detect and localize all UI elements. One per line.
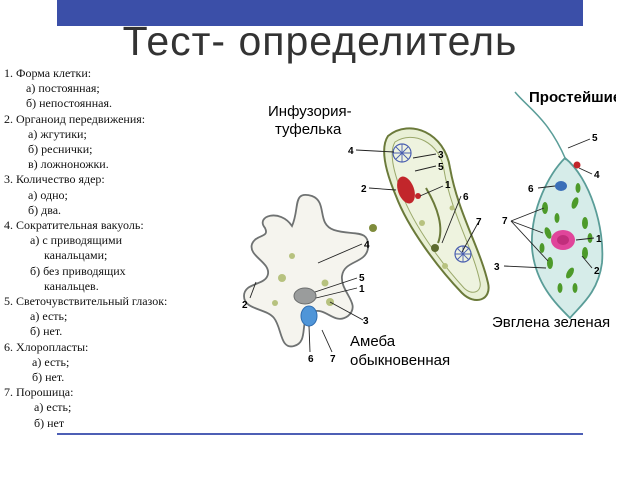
question-line: 3. Количество ядер:: [4, 172, 105, 187]
amoeba-label-line2: обыкновенная: [350, 352, 450, 369]
amoeba-illustration: [243, 193, 377, 348]
question-line: в) ложноножки.: [28, 157, 109, 172]
question-line: а) с приводящими: [30, 233, 123, 248]
question-line: а) одно;: [28, 187, 68, 202]
euglena-callout-3: 3: [494, 262, 500, 273]
question-line: канальцев.: [44, 278, 99, 293]
figure-heading: Простейшие: [529, 89, 616, 106]
amoeba-callout-2: 2: [242, 300, 248, 311]
question-line: 2. Органоид передвижения:: [4, 111, 146, 126]
paramecium-callout-3: 3: [438, 150, 444, 161]
amoeba-callout-4: 4: [364, 240, 370, 251]
paramecium-illustration: [383, 127, 490, 302]
callout-lines: [249, 138, 595, 353]
euglena-callout-1: 1: [596, 234, 602, 245]
slide-title: Тест- определитель: [122, 18, 518, 64]
question-line: а) постоянная;: [26, 81, 100, 96]
paramecium-label-line1: Инфузория-: [268, 103, 352, 120]
euglena-illustration: [514, 91, 604, 320]
euglena-label: Эвглена зеленая: [492, 314, 610, 331]
protozoa-figure: Простейшие Инфузория- туфелька Амеба обы…: [230, 78, 616, 376]
question-line: а) есть;: [34, 400, 72, 415]
paramecium-callout-7: 7: [476, 217, 482, 228]
bottom-divider: [57, 433, 583, 435]
euglena-callout-4: 4: [594, 170, 600, 181]
question-line: 6. Хлоропласты:: [4, 339, 89, 354]
question-line: а) есть;: [30, 309, 68, 324]
question-line: б) нет.: [30, 324, 63, 339]
question-line: б) реснички;: [28, 142, 93, 157]
question-line: 1. Форма клетки:: [4, 66, 92, 80]
question-line: б) нет: [34, 415, 65, 430]
question-line: 7. Порошица:: [4, 385, 74, 400]
paramecium-callout-5: 5: [438, 162, 444, 173]
callout-numbers: 4 3 5 1 2 6 7 4 5 1 2 3 6 7 5 4 6 7 1 3 …: [242, 133, 602, 365]
paramecium-callout-6: 6: [463, 192, 469, 203]
question-line: б) нет.: [32, 370, 65, 385]
amoeba-callout-1: 1: [359, 284, 365, 295]
question-line: а) есть;: [32, 354, 70, 369]
euglena-callout-7: 7: [502, 216, 508, 227]
euglena-callout-2: 2: [594, 266, 600, 277]
amoeba-callout-5: 5: [359, 273, 365, 284]
question-line: б) два.: [28, 202, 62, 217]
question-line: б) непостоянная.: [26, 96, 112, 111]
question-line: 4. Сократительная вакуоль:: [4, 218, 144, 233]
question-line: б) без приводящих: [30, 263, 126, 278]
top-accent-bar: [57, 0, 583, 26]
question-line: канальцами;: [44, 248, 108, 263]
amoeba-callout-6: 6: [308, 354, 314, 365]
question-line: а) жгутики;: [28, 126, 87, 141]
paramecium-callout-4: 4: [348, 146, 354, 157]
amoeba-label-line1: Амеба: [350, 333, 396, 350]
amoeba-callout-3: 3: [363, 316, 369, 327]
paramecium-label-line2: туфелька: [275, 121, 342, 138]
question-line: 5. Светочувствительный глазок:: [4, 294, 168, 309]
euglena-callout-5: 5: [592, 133, 598, 144]
question-list: 1. Форма клетки:а) постоянная;б) непосто…: [4, 66, 240, 431]
paramecium-callout-2: 2: [361, 184, 367, 195]
paramecium-callout-1: 1: [445, 180, 451, 191]
amoeba-callout-7: 7: [330, 354, 336, 365]
euglena-callout-6: 6: [528, 184, 534, 195]
